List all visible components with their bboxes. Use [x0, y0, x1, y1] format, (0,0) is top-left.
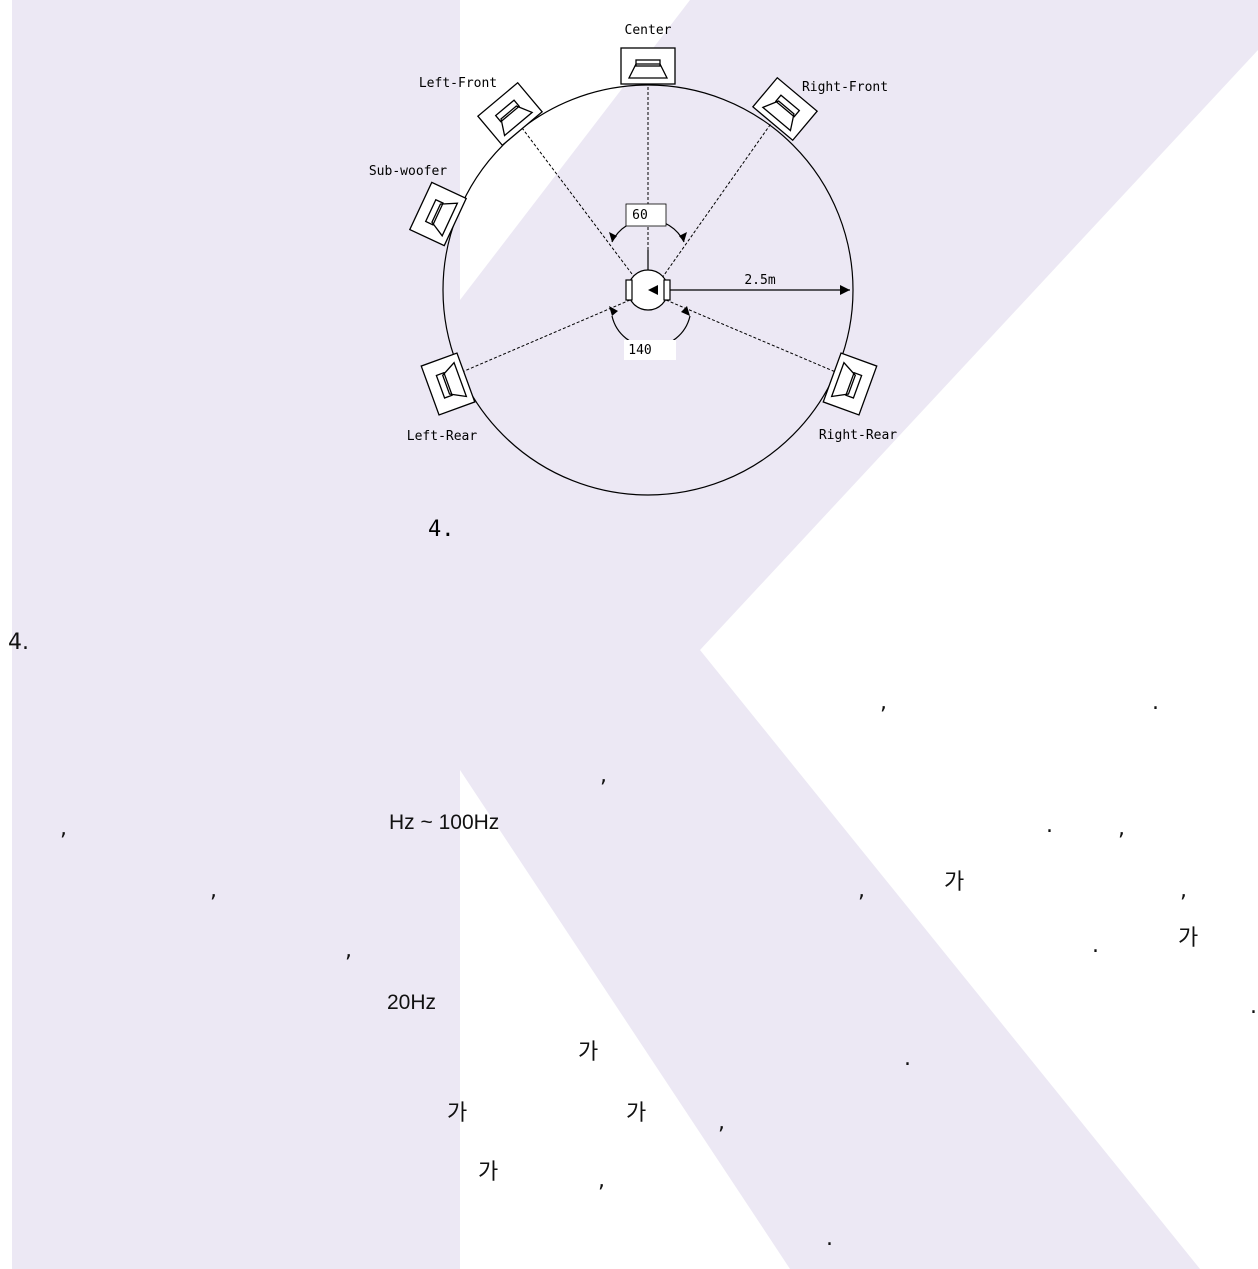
arrowhead-rear-right	[681, 306, 690, 316]
label-angle-front: 60	[632, 208, 648, 223]
text-fragment: 가	[447, 1101, 468, 1126]
watermark-ring	[483, 535, 709, 761]
text-fragment: .	[1152, 690, 1159, 715]
figure-caption: 4.	[428, 517, 455, 542]
right-rear-line	[665, 299, 846, 377]
label-right-rear: Right-Rear	[819, 428, 897, 443]
watermark-ring	[564, 616, 628, 680]
text-fragment: 가	[944, 870, 965, 895]
text-fragment: 가	[1178, 926, 1199, 951]
text-fragment: ,	[210, 878, 217, 903]
watermark-k-arm	[700, 50, 1258, 1269]
watermark-left-edge	[0, 0, 12, 1269]
text-fragment: Hz ~ 100Hz	[389, 811, 500, 834]
text-fragment: .	[1092, 933, 1099, 958]
text-fragment: 가	[478, 1160, 499, 1185]
label-sub-woofer: Sub-woofer	[369, 164, 447, 179]
text-fragment: ,	[718, 1110, 725, 1135]
text-fragment: ,	[598, 1168, 605, 1193]
speaker-left-rear	[420, 352, 476, 416]
listener-ear-right	[663, 279, 671, 301]
watermark-k-notch-bottom	[460, 770, 790, 1269]
arrowhead-radius-start	[648, 285, 658, 295]
speaker-right-rear	[822, 352, 878, 416]
text-fragment: ,	[345, 938, 352, 963]
speaker-sub-woofer	[408, 181, 468, 247]
angle-front-box	[625, 203, 667, 227]
text-fragment: ,	[60, 816, 67, 841]
label-angle-rear: 140	[628, 343, 651, 358]
label-center: Center	[625, 23, 672, 38]
label-left-front: Left-Front	[419, 76, 497, 91]
text-fragment: 20Hz	[387, 991, 437, 1014]
text-fragment: .	[1250, 994, 1257, 1019]
text-fragment: 가	[578, 1040, 599, 1065]
arrowhead-radius-end	[840, 285, 850, 295]
left-rear-line	[454, 299, 631, 376]
right-front-line	[661, 107, 783, 279]
section-heading: 4.	[8, 630, 29, 655]
text-fragment: .	[1046, 813, 1053, 838]
listener-ear-left	[625, 279, 633, 301]
speaker-center	[620, 47, 676, 85]
text-fragment: ,	[858, 878, 865, 903]
angle-rear-box	[624, 340, 676, 360]
arrowhead-rear-left	[609, 306, 618, 316]
text-fragment: 가	[626, 1101, 647, 1126]
label-radius: 2.5m	[744, 273, 775, 288]
text-fragment: ,	[880, 690, 887, 715]
left-front-line	[509, 111, 636, 279]
arrowhead-front-left	[609, 232, 617, 242]
text-fragment: ,	[600, 763, 607, 788]
speaker-right-front	[751, 76, 819, 142]
text-fragment: ,	[1118, 816, 1125, 841]
text-fragment: ,	[1180, 878, 1187, 903]
label-left-rear: Left-Rear	[407, 429, 478, 444]
text-fragment: .	[904, 1046, 911, 1071]
speaker-left-front	[476, 81, 544, 147]
label-right-front: Right-Front	[802, 80, 888, 95]
text-fragment: .	[826, 1226, 833, 1251]
arrowhead-front-right	[679, 232, 687, 242]
